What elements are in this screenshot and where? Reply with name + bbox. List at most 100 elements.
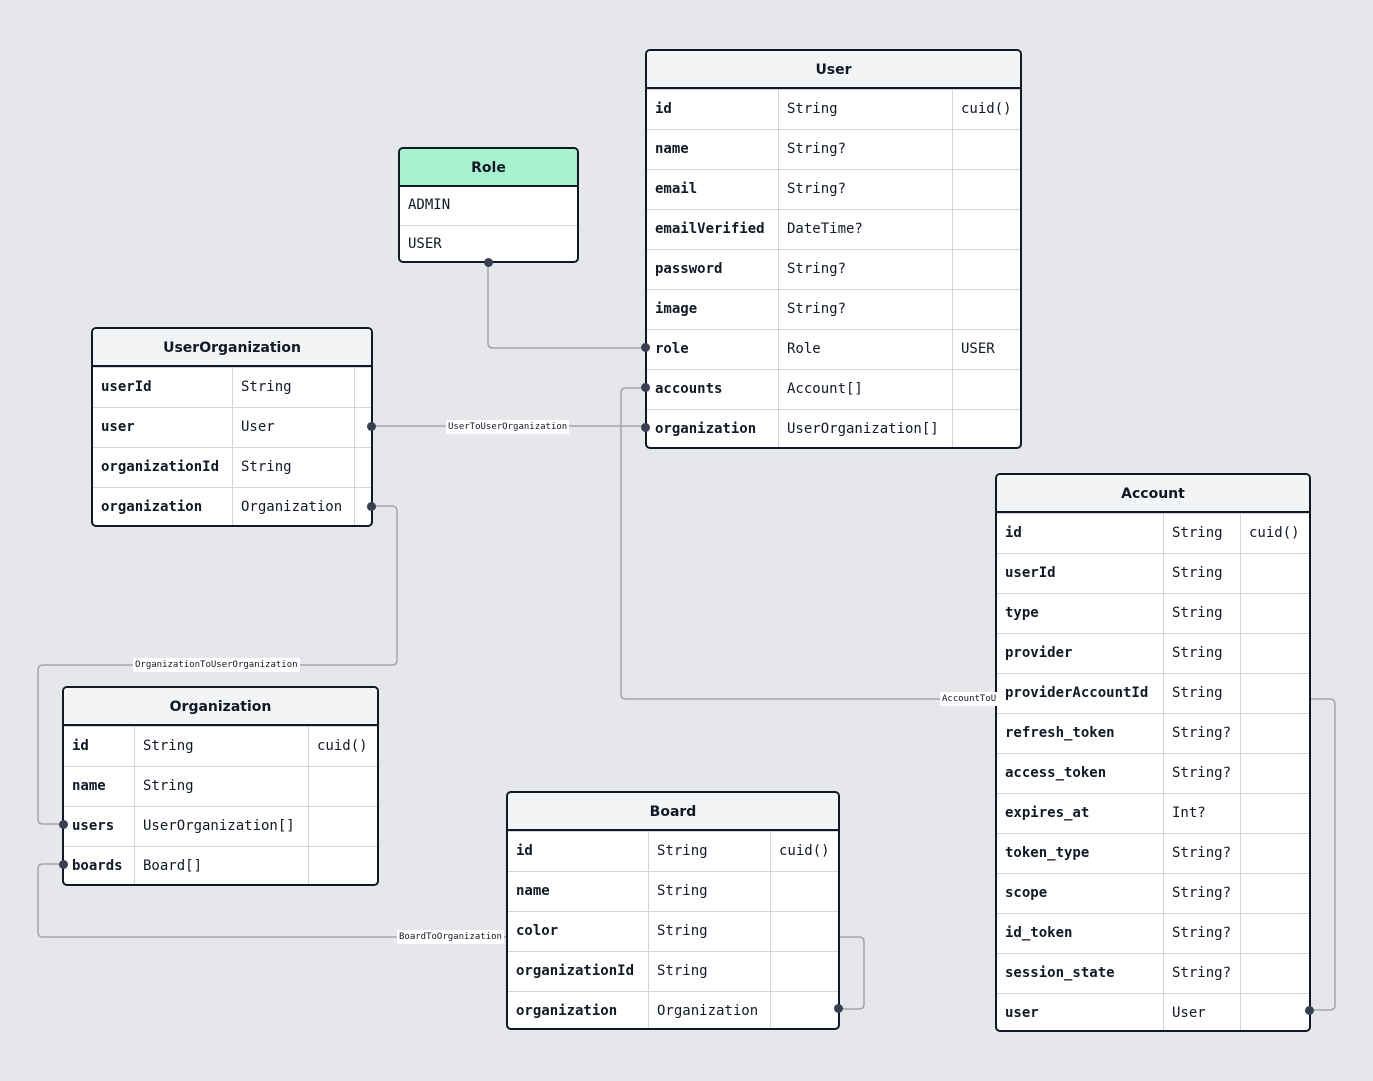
field-default: USER [952, 330, 1020, 369]
field-name: email [655, 181, 698, 197]
relation-label-account-to-user: AccountToU [940, 692, 999, 706]
connector-handle[interactable] [59, 860, 68, 869]
field-default [1240, 754, 1309, 793]
field-type: Int? [1163, 794, 1240, 833]
field-type: String? [1163, 954, 1240, 993]
field-type: String? [778, 130, 952, 169]
field-name: refresh_token [1005, 725, 1115, 741]
field-default [1240, 674, 1309, 713]
field-default [952, 250, 1020, 289]
connector-handle[interactable] [484, 258, 493, 267]
field-name: image [655, 301, 698, 317]
field-default: cuid() [952, 90, 1020, 129]
field-type: String [134, 727, 308, 766]
field-default [770, 912, 838, 951]
relation-label-board-to-organization: BoardToOrganization [397, 930, 504, 944]
field-name: user [101, 419, 135, 435]
field-name: organization [516, 1003, 618, 1019]
connector-handle[interactable] [367, 502, 376, 511]
edge-role-user [487, 262, 646, 349]
field-name: organization [655, 421, 757, 437]
field-name: color [516, 923, 559, 939]
field-name: access_token [1005, 765, 1107, 781]
field-type: String? [1163, 874, 1240, 913]
field-default: cuid() [770, 832, 838, 871]
connector-handle[interactable] [641, 383, 650, 392]
field-default [354, 448, 371, 487]
edge-account-user-right [1310, 698, 1336, 1011]
field-default [1240, 594, 1309, 633]
role-enum-title: Role [400, 149, 577, 187]
field-name: id [1005, 525, 1022, 541]
field-default [354, 488, 371, 525]
field-type: String [648, 872, 770, 911]
field-default [1240, 794, 1309, 833]
field-name: expires_at [1005, 805, 1090, 821]
connector-handle[interactable] [367, 422, 376, 431]
field-default [952, 170, 1020, 209]
field-name: id [72, 738, 89, 754]
field-name: role [655, 341, 689, 357]
field-name: user [1005, 1005, 1039, 1021]
field-type: String [1163, 594, 1240, 633]
connector-handle[interactable] [641, 423, 650, 432]
connector-handle[interactable] [1305, 1006, 1314, 1015]
field-default [1240, 954, 1309, 993]
organization-model-title: Organization [64, 688, 377, 726]
field-type: Board[] [134, 847, 308, 884]
field-name: name [72, 778, 106, 794]
field-default [354, 368, 371, 407]
edge-board-organization-right [838, 936, 865, 1010]
connector-handle[interactable] [59, 820, 68, 829]
field-default [952, 210, 1020, 249]
field-default [1240, 634, 1309, 673]
connector-handle[interactable] [641, 343, 650, 352]
connector-handle[interactable] [834, 1004, 843, 1013]
role-enum-table[interactable]: Role ADMIN USER [398, 147, 579, 263]
field-name: providerAccountId [1005, 685, 1149, 701]
relation-label-organization-to-userorganization: OrganizationToUserOrganization [133, 658, 300, 672]
field-row[interactable]: expires_at Int? [997, 793, 1309, 833]
